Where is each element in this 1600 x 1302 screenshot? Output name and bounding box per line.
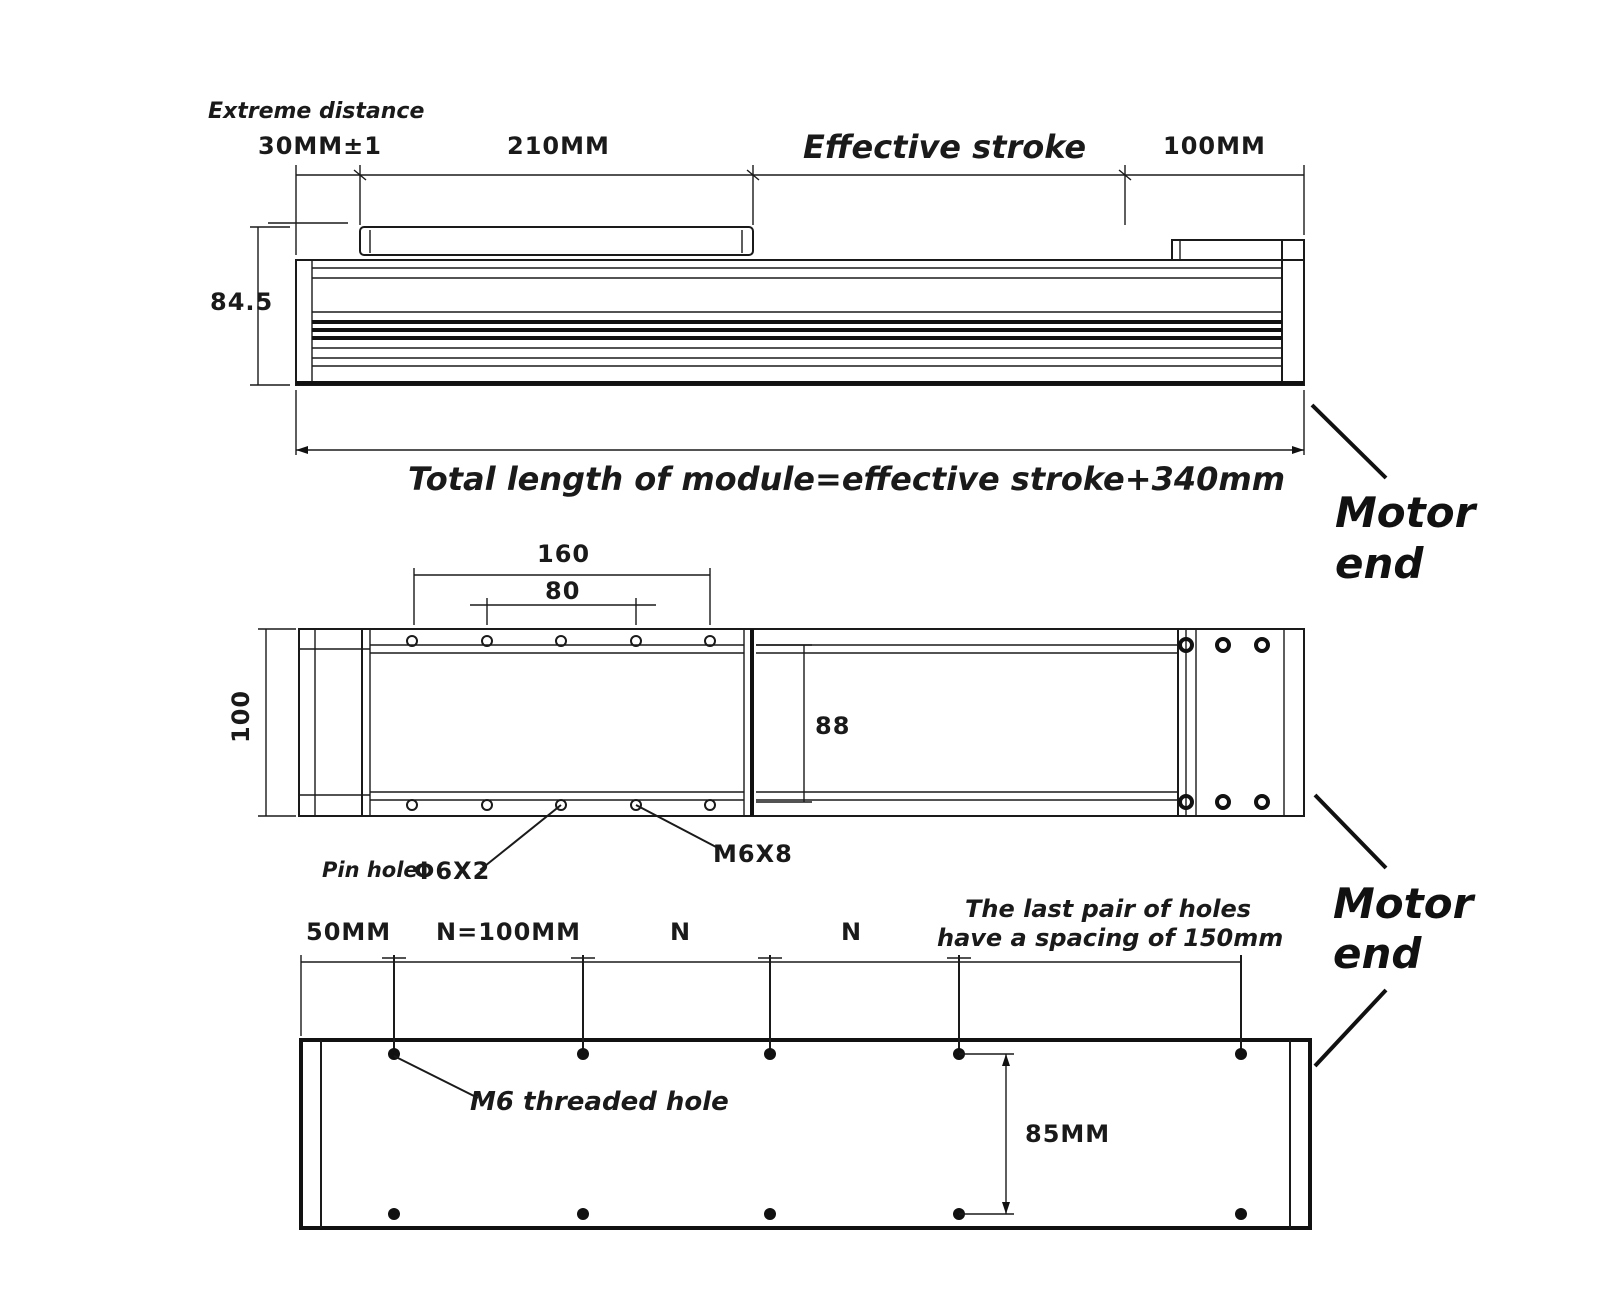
mount-hole [704,635,716,647]
dim-30mm: 30MM±1 [258,132,382,160]
motor-end-lower-line2: end [1333,929,1422,978]
effective-stroke-label: Effective stroke [803,128,1086,166]
height-dimension [250,226,290,386]
m6x8-leader [635,804,719,849]
threaded-hole-leader [393,1055,479,1099]
mount-hole [630,799,642,811]
dim-n100mm: N=100MM [436,918,581,946]
top-module-body [295,259,1305,386]
dim-50mm: 50MM [306,918,391,946]
middle-view: 160 80 100 88 Pin hole Φ6X2 M6X8 [227,540,1305,885]
total-length-label: Total length of module=effective stroke+… [408,460,1285,498]
inner-dimension [756,644,812,803]
bottom-view: 85MM M6 threaded hole 50MM N=100MM N N T… [299,895,1312,1230]
dim-n-2: N [841,918,862,946]
threaded-hole [764,1048,776,1060]
bottom-dimension-chain [300,955,1242,1052]
top-carriage [359,226,754,256]
middle-carriage [361,628,754,817]
pin-hole-spec: Φ6X2 [414,857,490,885]
mount-hole [481,635,493,647]
threaded-hole [1235,1048,1247,1060]
mount-hole [630,635,642,647]
mount-hole [406,799,418,811]
motor-end-upper-line2: end [1335,539,1424,588]
motor-end-leader-lower [1313,793,1388,870]
dim-80-label: 80 [545,577,580,605]
spacing-dim-label: 85MM [1025,1120,1110,1148]
motor-block-holes [1178,637,1270,810]
mount-hole [481,799,493,811]
hole-spacing-dimension [959,1053,1014,1215]
width-dimension [258,628,296,817]
motor-end-leader-upper [1310,403,1388,480]
motor-end-upper-line1: Motor [1335,488,1478,537]
extreme-distance-label: Extreme distance [208,99,424,124]
inner-dim-label: 88 [815,712,850,740]
width-dim-label: 100 [227,690,255,743]
middle-module-body [298,628,1305,817]
mount-hole [406,635,418,647]
motor-end-leader-bottom [1313,988,1388,1068]
mount-hole [704,799,716,811]
threaded-hole-label: M6 threaded hole [470,1087,729,1117]
threaded-hole [577,1208,589,1220]
pin-hole-leader [479,804,562,871]
threaded-hole [1235,1208,1247,1220]
height-dim-label: 84.5 [210,288,273,316]
dim-160-line [413,568,711,625]
threaded-hole [764,1208,776,1220]
middle-motor-block [1177,629,1285,816]
dim-210mm: 210MM [507,132,610,160]
threaded-hole [388,1208,400,1220]
top-view: Extreme distance 30MM±1 210MM Effective … [208,99,1305,498]
m6x8-label: M6X8 [713,840,793,868]
top-dimension-chain [268,165,1305,255]
mount-hole [555,799,567,811]
last-pair-line1: The last pair of holes [965,895,1251,923]
carriage-holes [406,635,716,811]
pin-hole-label: Pin hole [322,858,418,882]
dim-n-1: N [670,918,691,946]
motor-end-lower-line1: Motor [1333,879,1476,928]
mount-hole [555,635,567,647]
dim-160-label: 160 [537,540,590,568]
bottom-threaded-holes [388,1048,1247,1220]
dim-100mm: 100MM [1163,132,1266,160]
last-pair-line2: have a spacing of 150mm [937,924,1283,952]
threaded-hole [577,1048,589,1060]
total-length-dimension [295,390,1305,455]
dim-80-line [470,598,656,625]
bottom-module-body [299,1038,1312,1230]
